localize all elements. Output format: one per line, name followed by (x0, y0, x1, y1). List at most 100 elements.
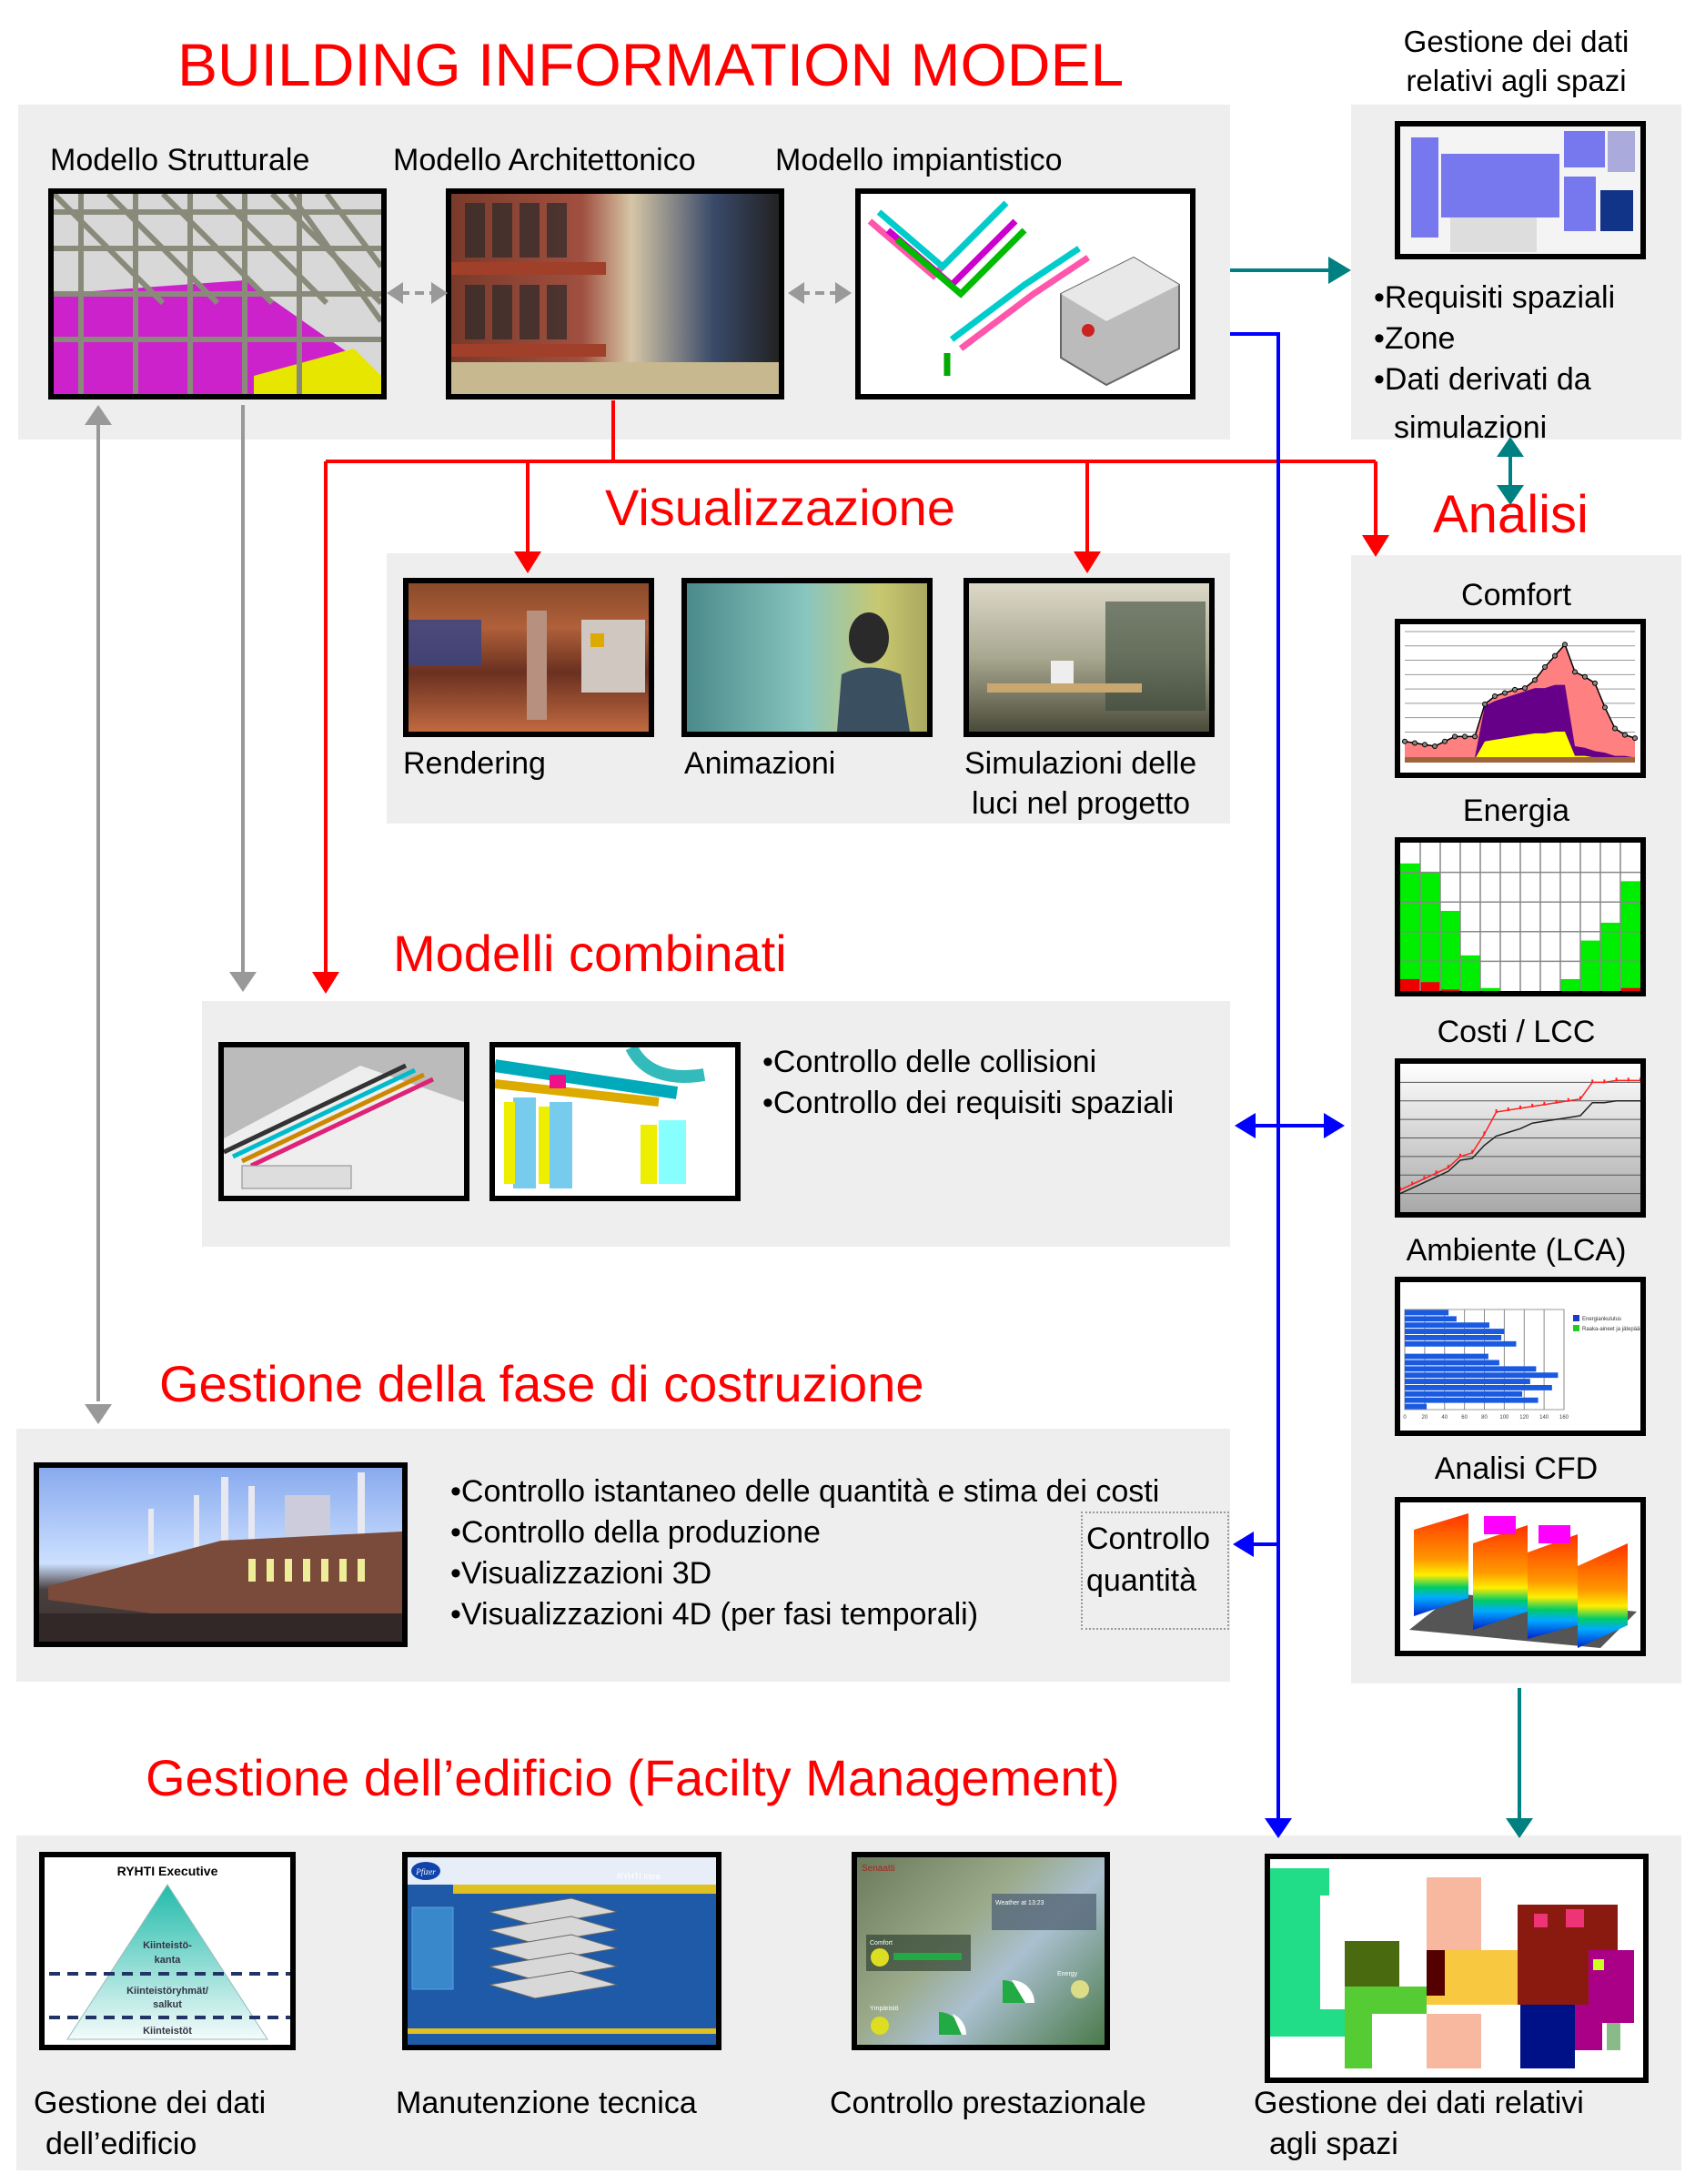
intranet-brand: Pfizer (415, 1867, 436, 1876)
cost-marker (1507, 1107, 1509, 1111)
lca-bar (1405, 1360, 1499, 1366)
light-simulation-image[interactable] (964, 578, 1215, 737)
model-label-mep: Modello impiantistico (775, 143, 1063, 177)
energy-bar-green (1620, 881, 1640, 991)
cfd-analysis-image[interactable] (1395, 1497, 1646, 1656)
space-requirements-image[interactable] (489, 1042, 741, 1201)
energy-bar-green (1480, 987, 1500, 991)
space-data-title-line2: relativi agli spazi (1406, 63, 1627, 97)
dashboard-label: Ympäristö (870, 2006, 899, 2012)
comfort-point (1552, 652, 1558, 659)
cost-marker (1447, 1165, 1449, 1169)
pyramid-graphic: RYHTI Executive Kiinteistö- kanta Kiinte… (49, 1864, 290, 2040)
cost-marker (1483, 1131, 1486, 1136)
dashboard-brand: Senaatti (862, 1864, 895, 1874)
blue-connector (1230, 332, 1292, 1838)
lca-bar (1405, 1385, 1552, 1390)
pyramid-level: Kiinteistö- (143, 1940, 192, 1951)
animation-label: Animazioni (684, 746, 836, 781)
lca-tick-label: 140 (1539, 1415, 1549, 1421)
cfd-chart-title: Analisi CFD (1434, 1451, 1599, 1486)
cost-marker (1471, 1149, 1474, 1154)
animation-graphic (837, 612, 910, 732)
space-management-label-2: agli spazi (1269, 2127, 1398, 2161)
clash-graphic (224, 1063, 464, 1196)
pyramid-level: Kiinteistöryhmät/ (126, 1986, 208, 1997)
comfort-chart[interactable] (1395, 619, 1646, 778)
maintenance-label: Manutenzione tecnica (396, 2086, 697, 2120)
light-simulation-graphic (987, 602, 1206, 711)
lca-legend-label: Raaka-aineet ja jätepäästöt (1582, 1327, 1640, 1332)
space-bullet: Zone (1374, 318, 1615, 359)
comfort-point (1452, 733, 1458, 740)
cost-marker (1423, 1176, 1426, 1180)
space-management-image[interactable] (1265, 1854, 1649, 2083)
lca-bar (1405, 1403, 1428, 1410)
cost-marker (1411, 1181, 1414, 1186)
comfort-point (1412, 740, 1418, 746)
maintenance-image[interactable]: Pfizer RYHTI Intra (402, 1852, 721, 2050)
energy-chart[interactable] (1395, 837, 1646, 996)
comfort-point (1562, 642, 1568, 648)
mep-model-image[interactable] (855, 188, 1196, 399)
mep-model-graphic (867, 200, 1180, 387)
rendering-image[interactable] (403, 578, 654, 737)
blue-left-arrow (1233, 1532, 1278, 1557)
clash-detection-image[interactable] (218, 1042, 469, 1201)
energy-bar-green (1560, 978, 1580, 991)
structural-model-image[interactable] (48, 188, 387, 399)
comfort-chart-title: Comfort (1461, 578, 1571, 612)
comfort-point (1522, 685, 1528, 692)
comfort-point (1532, 677, 1538, 683)
comfort-point (1592, 680, 1598, 686)
cfd-graphic (1409, 1513, 1637, 1648)
energy-bar-green (1580, 940, 1600, 991)
lca-bar (1405, 1397, 1539, 1403)
visualization-title: Visualizzazione (605, 479, 955, 536)
model-label-architectural: Modello Architettonico (393, 143, 696, 177)
comfort-point (1462, 733, 1468, 740)
dashboard-label: Comfort (870, 1940, 893, 1946)
cost-marker (1531, 1103, 1534, 1107)
space-floorplan-image[interactable] (1395, 121, 1646, 259)
cost-chart[interactable] (1395, 1058, 1646, 1218)
dashboard-label: Energy (1057, 1971, 1078, 1977)
lca-legend-swatch (1573, 1315, 1579, 1321)
lca-bar (1405, 1329, 1505, 1334)
comfort-point (1512, 686, 1518, 693)
energy-bar-green (1600, 923, 1620, 991)
quantity-control-line2: quantità (1086, 1562, 1196, 1598)
architectural-model-image[interactable] (446, 188, 784, 399)
space-management-label-1: Gestione dei dati relativi (1254, 2086, 1584, 2120)
energy-bar-green (1440, 910, 1460, 991)
comfort-point (1502, 690, 1508, 696)
construction-image[interactable] (34, 1462, 408, 1647)
rendering-graphic (409, 611, 645, 720)
comfort-point (1572, 669, 1578, 675)
construction-graphic (39, 1472, 402, 1642)
lca-tick-label: 20 (1422, 1415, 1428, 1421)
building-data-image[interactable]: RYHTI Executive Kiinteistö- kanta Kiinte… (39, 1852, 296, 2050)
quantity-control-box[interactable]: Controllo quantità (1081, 1512, 1229, 1630)
lca-tick-label: 60 (1461, 1415, 1468, 1421)
comfort-area-yellow (1405, 732, 1635, 761)
facility-title: Gestione dell’edificio (Facilty Manageme… (146, 1749, 1120, 1806)
pyramid-level: Kiinteistöt (143, 2026, 192, 2037)
comfort-point (1582, 673, 1588, 680)
cost-marker (1603, 1079, 1606, 1084)
comfort-point (1632, 735, 1638, 742)
cost-line-black (1400, 1100, 1640, 1195)
model-label-structural: Modello Strutturale (50, 143, 310, 177)
dashboard-graphic: Senaatti Weather at 13:23 Comfort Energy… (862, 1864, 1096, 2035)
blue-bidirectional-arrow (1235, 1113, 1345, 1138)
animation-image[interactable] (681, 578, 933, 737)
energy-bar-red (1420, 982, 1440, 991)
combined-models-title: Modelli combinati (393, 925, 787, 982)
performance-control-image[interactable]: Senaatti Weather at 13:23 Comfort Energy… (852, 1852, 1110, 2050)
space-data-bullets: Requisiti spaziali Zone Dati derivati da (1374, 278, 1615, 400)
lca-bar (1405, 1353, 1488, 1360)
building-data-label-1: Gestione dei dati (34, 2086, 267, 2120)
teal-right-arrow (1230, 257, 1351, 284)
